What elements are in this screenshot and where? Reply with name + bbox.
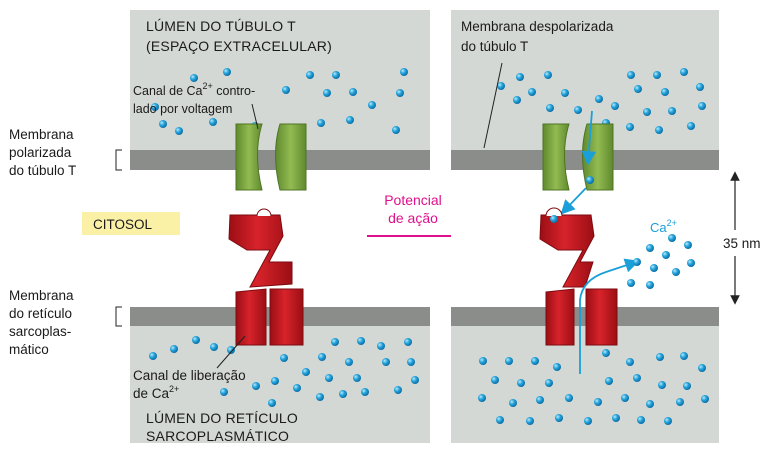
dhp-label-line2: lado por voltagem: [133, 102, 232, 116]
entering-ca-ion: [586, 176, 594, 184]
t-membrane-label-2: polarizada: [9, 145, 72, 160]
release-label-pointer: [216, 335, 246, 369]
distance-indicator: 35 nm: [723, 171, 760, 305]
t-membrane-label-1: Membrana: [9, 127, 74, 142]
depolarized-membrane-pointer: [483, 62, 503, 149]
right-panel: Membrana despolarizada do túbulo T Ca2+: [451, 10, 719, 443]
ca-to-sensor-arrow: [560, 187, 587, 215]
dhp-label-pointer: [251, 103, 259, 130]
right-bottom-calcium-ions: [478, 349, 709, 425]
arrow-label-line1: Potencial: [384, 192, 442, 208]
right-sr-lumen: [451, 326, 719, 443]
left-top-calcium-ions: [151, 68, 408, 137]
ca-release-arrow: [579, 258, 640, 374]
left-bottom-calcium-ions: [149, 336, 419, 407]
sr-membrane-label-1: Membrana: [9, 288, 74, 303]
right-top-title-line1: Membrana despolarizada: [461, 19, 614, 34]
bound-ca-ion: [550, 215, 558, 223]
left-top-title-line1: LÚMEN DO TÚBULO T: [146, 18, 296, 34]
right-top-title-line2: do túbulo T: [461, 39, 528, 54]
left-bottom-title-line2: SARCOPLASMÁTICO: [146, 428, 289, 444]
action-potential-arrow: Potencial de ação: [367, 192, 470, 244]
side-labels: Membrana polarizada do túbulo T Membrana…: [9, 127, 180, 357]
release-label-line2: de Ca2+: [133, 384, 179, 401]
right-sr-membrane: [451, 307, 719, 326]
release-label-line1: Canal de liberação: [133, 368, 246, 383]
left-panel: LÚMEN DO TÚBULO T (ESPAÇO EXTRACELULAR) …: [130, 10, 430, 444]
sr-membrane-label-2: do retículo: [9, 306, 72, 321]
sr-membrane-bracket: [115, 306, 122, 327]
t-membrane-label-3: do túbulo T: [9, 163, 76, 178]
dhp-label-line1: Canal de Ca2+ contro-: [133, 81, 255, 98]
right-t-tubule-lumen: [451, 10, 719, 150]
t-membrane-bracket: [115, 149, 122, 171]
right-ca-release-channel: [539, 207, 618, 346]
cytosol-label: CITOSOL: [93, 217, 153, 232]
left-ca-release-channel: [228, 208, 304, 346]
ca-entry-arrow: [581, 110, 597, 166]
left-voltage-gated-ca-channel: [235, 123, 307, 191]
arrow-label-line2: de ação: [388, 210, 438, 226]
left-bottom-title-line1: LÚMEN DO RETÍCULO: [146, 410, 298, 426]
cytosol-box: [82, 212, 180, 235]
distance-label: 35 nm: [723, 236, 760, 251]
released-ca-label: Ca2+: [650, 218, 677, 235]
left-top-title-line2: (ESPAÇO EXTRACELULAR): [146, 38, 332, 54]
sr-membrane-label-3: sarcoplas-: [9, 324, 71, 339]
released-calcium-ions: [627, 234, 695, 289]
sr-membrane-label-4: mático: [9, 342, 49, 357]
